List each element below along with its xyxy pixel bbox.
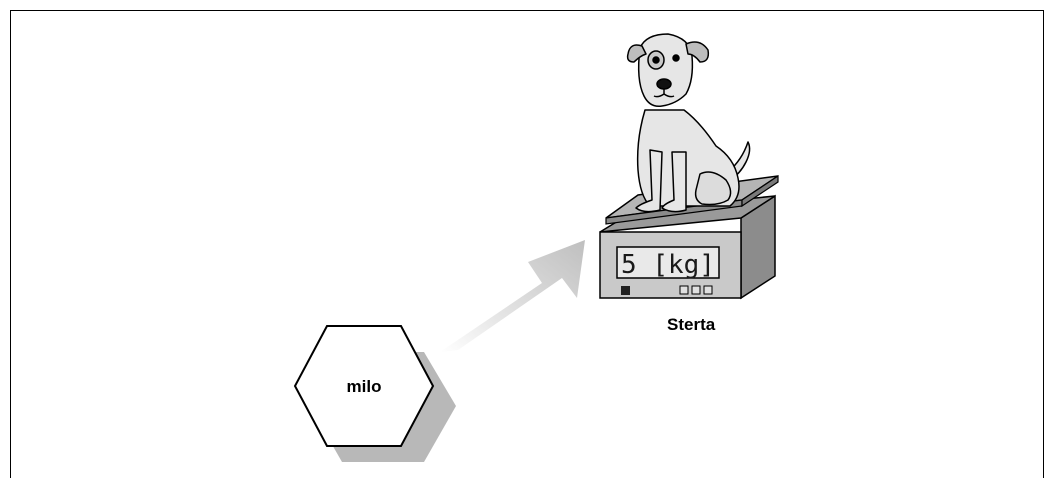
hexagon-node: milo [293, 325, 456, 462]
frame-left-border [10, 10, 11, 478]
hexagon-shape [293, 325, 435, 447]
scale-display [616, 246, 720, 279]
dog-icon [626, 33, 751, 213]
scale-label: Sterta [667, 315, 716, 334]
hexagon-label: milo [347, 377, 382, 396]
scale-button-2 [691, 285, 701, 295]
frame-right-border [1043, 10, 1044, 478]
scale-display-value: 5 [kg] [621, 250, 715, 280]
scale-power-button [621, 286, 630, 295]
scale-button-1 [679, 285, 689, 295]
arrow-icon [440, 240, 585, 352]
scale-button-3 [703, 285, 713, 295]
frame-top-border [10, 10, 1044, 11]
